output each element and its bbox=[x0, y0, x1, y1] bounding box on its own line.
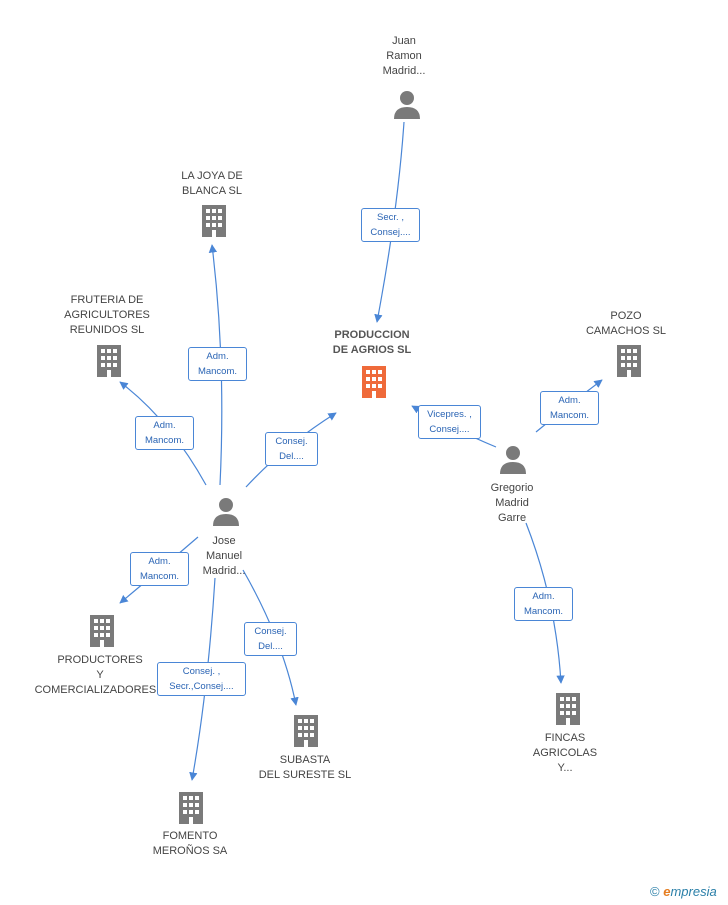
building-icon[interactable] bbox=[613, 343, 645, 379]
copyright-icon: © bbox=[650, 884, 660, 899]
node-label-juan[interactable]: Juan Ramon Madrid... bbox=[382, 35, 426, 77]
node-label-fruteria[interactable]: FRUTERIA DE AGRICULTORES REUNIDOS SL bbox=[64, 294, 150, 336]
building-icon[interactable] bbox=[290, 713, 322, 749]
edge-label-juan-produccion[interactable]: Secr. ,Consej.... bbox=[361, 208, 420, 242]
node-label-jose[interactable]: Jose Manuel Madrid... bbox=[202, 535, 246, 577]
edge-label-jose-produccion[interactable]: Consej.Del.... bbox=[265, 432, 318, 466]
edge-label-gregorio-fincas[interactable]: Adm.Mancom. bbox=[514, 587, 573, 621]
node-label-produccion[interactable]: PRODUCCION DE AGRIOS SL bbox=[332, 329, 412, 356]
main-building-icon[interactable] bbox=[358, 364, 390, 400]
edge-label-gregorio-pozo[interactable]: Adm.Mancom. bbox=[540, 391, 599, 425]
edge-label-jose-subasta[interactable]: Consej.Del.... bbox=[244, 622, 297, 656]
building-icon[interactable] bbox=[198, 203, 230, 239]
brand-name: mpresia bbox=[670, 884, 717, 899]
edge-label-gregorio-produccion[interactable]: Vicepres. ,Consej.... bbox=[418, 405, 481, 439]
building-icon[interactable] bbox=[552, 691, 584, 727]
edge-label-jose-fruteria[interactable]: Adm.Mancom. bbox=[135, 416, 194, 450]
node-label-fincas[interactable]: FINCAS AGRICOLAS Y... bbox=[532, 732, 598, 774]
edge-label-jose-productores[interactable]: Adm.Mancom. bbox=[130, 552, 189, 586]
person-icon[interactable] bbox=[498, 445, 528, 475]
node-label-pozo[interactable]: POZO CAMACHOS SL bbox=[585, 310, 667, 337]
building-icon[interactable] bbox=[86, 613, 118, 649]
node-label-la-joya[interactable]: LA JOYA DE BLANCA SL bbox=[181, 170, 243, 197]
node-label-gregorio[interactable]: Gregorio Madrid Garre bbox=[490, 482, 534, 524]
person-icon[interactable] bbox=[211, 497, 241, 527]
brand-logo[interactable]: © empresia bbox=[650, 884, 717, 899]
node-label-subasta[interactable]: SUBASTA DEL SURESTE SL bbox=[258, 754, 352, 781]
node-label-fomento[interactable]: FOMENTO MEROÑOS SA bbox=[152, 830, 228, 857]
edge-label-jose-la-joya[interactable]: Adm.Mancom. bbox=[188, 347, 247, 381]
brand-initial: e bbox=[663, 884, 671, 899]
edge-label-jose-fomento[interactable]: Consej. ,Secr.,Consej.... bbox=[157, 662, 246, 696]
building-icon[interactable] bbox=[93, 343, 125, 379]
node-label-productores[interactable]: PRODUCTORES Y COMERCIALIZADORES... bbox=[34, 654, 166, 696]
building-icon[interactable] bbox=[175, 790, 207, 826]
person-icon[interactable] bbox=[392, 90, 422, 120]
